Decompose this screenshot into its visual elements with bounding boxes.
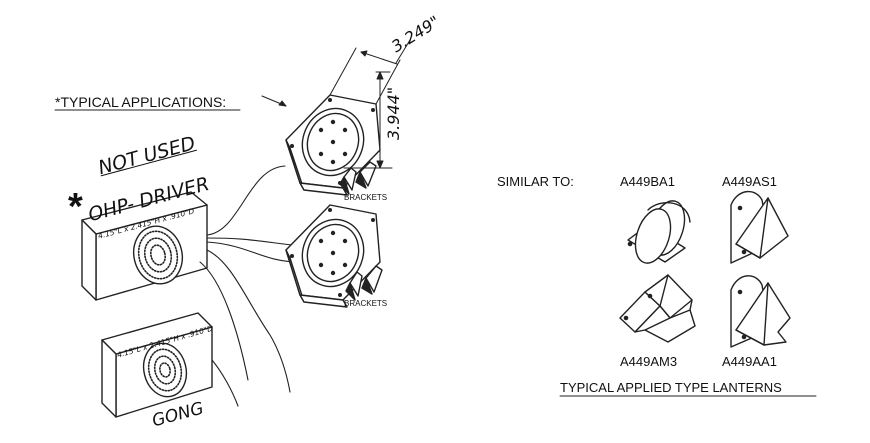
lantern-label-a449ba1: A449BA1 (620, 174, 675, 189)
lantern-a449as1 (730, 190, 789, 264)
typical-lanterns-caption: TYPICAL APPLIED TYPE LANTERNS (560, 380, 782, 395)
dimension-lines (261, 39, 411, 169)
dimension-height-label: 3.944" (384, 86, 403, 140)
lantern-label-a449as1: A449AS1 (722, 174, 777, 189)
wires (199, 165, 301, 407)
hex-plate-bottom (285, 204, 381, 308)
speaker-box-bottom (101, 312, 213, 418)
typical-applications-label: *TYPICAL APPLICATIONS: (55, 94, 227, 110)
lantern-a449aa1 (730, 275, 791, 348)
hex-plate-top (285, 94, 381, 196)
speaker-box-top (81, 191, 208, 301)
speaker-grille-top (132, 225, 184, 285)
lantern-a449ba1 (627, 200, 691, 264)
lantern-label-a449am3: A449AM3 (620, 354, 678, 369)
brackets-bottom (345, 265, 383, 301)
similar-to-label: SIMILAR TO: (497, 174, 574, 189)
speaker-grille-bottom (142, 342, 188, 398)
brackets-label-top: BRACKETS (344, 193, 388, 202)
lantern-label-a449aa1: A449AA1 (722, 354, 777, 369)
asterisk-mark: * (68, 186, 83, 228)
lantern-a449am3 (619, 274, 696, 343)
brackets-label-bottom: BRACKETS (344, 299, 388, 308)
